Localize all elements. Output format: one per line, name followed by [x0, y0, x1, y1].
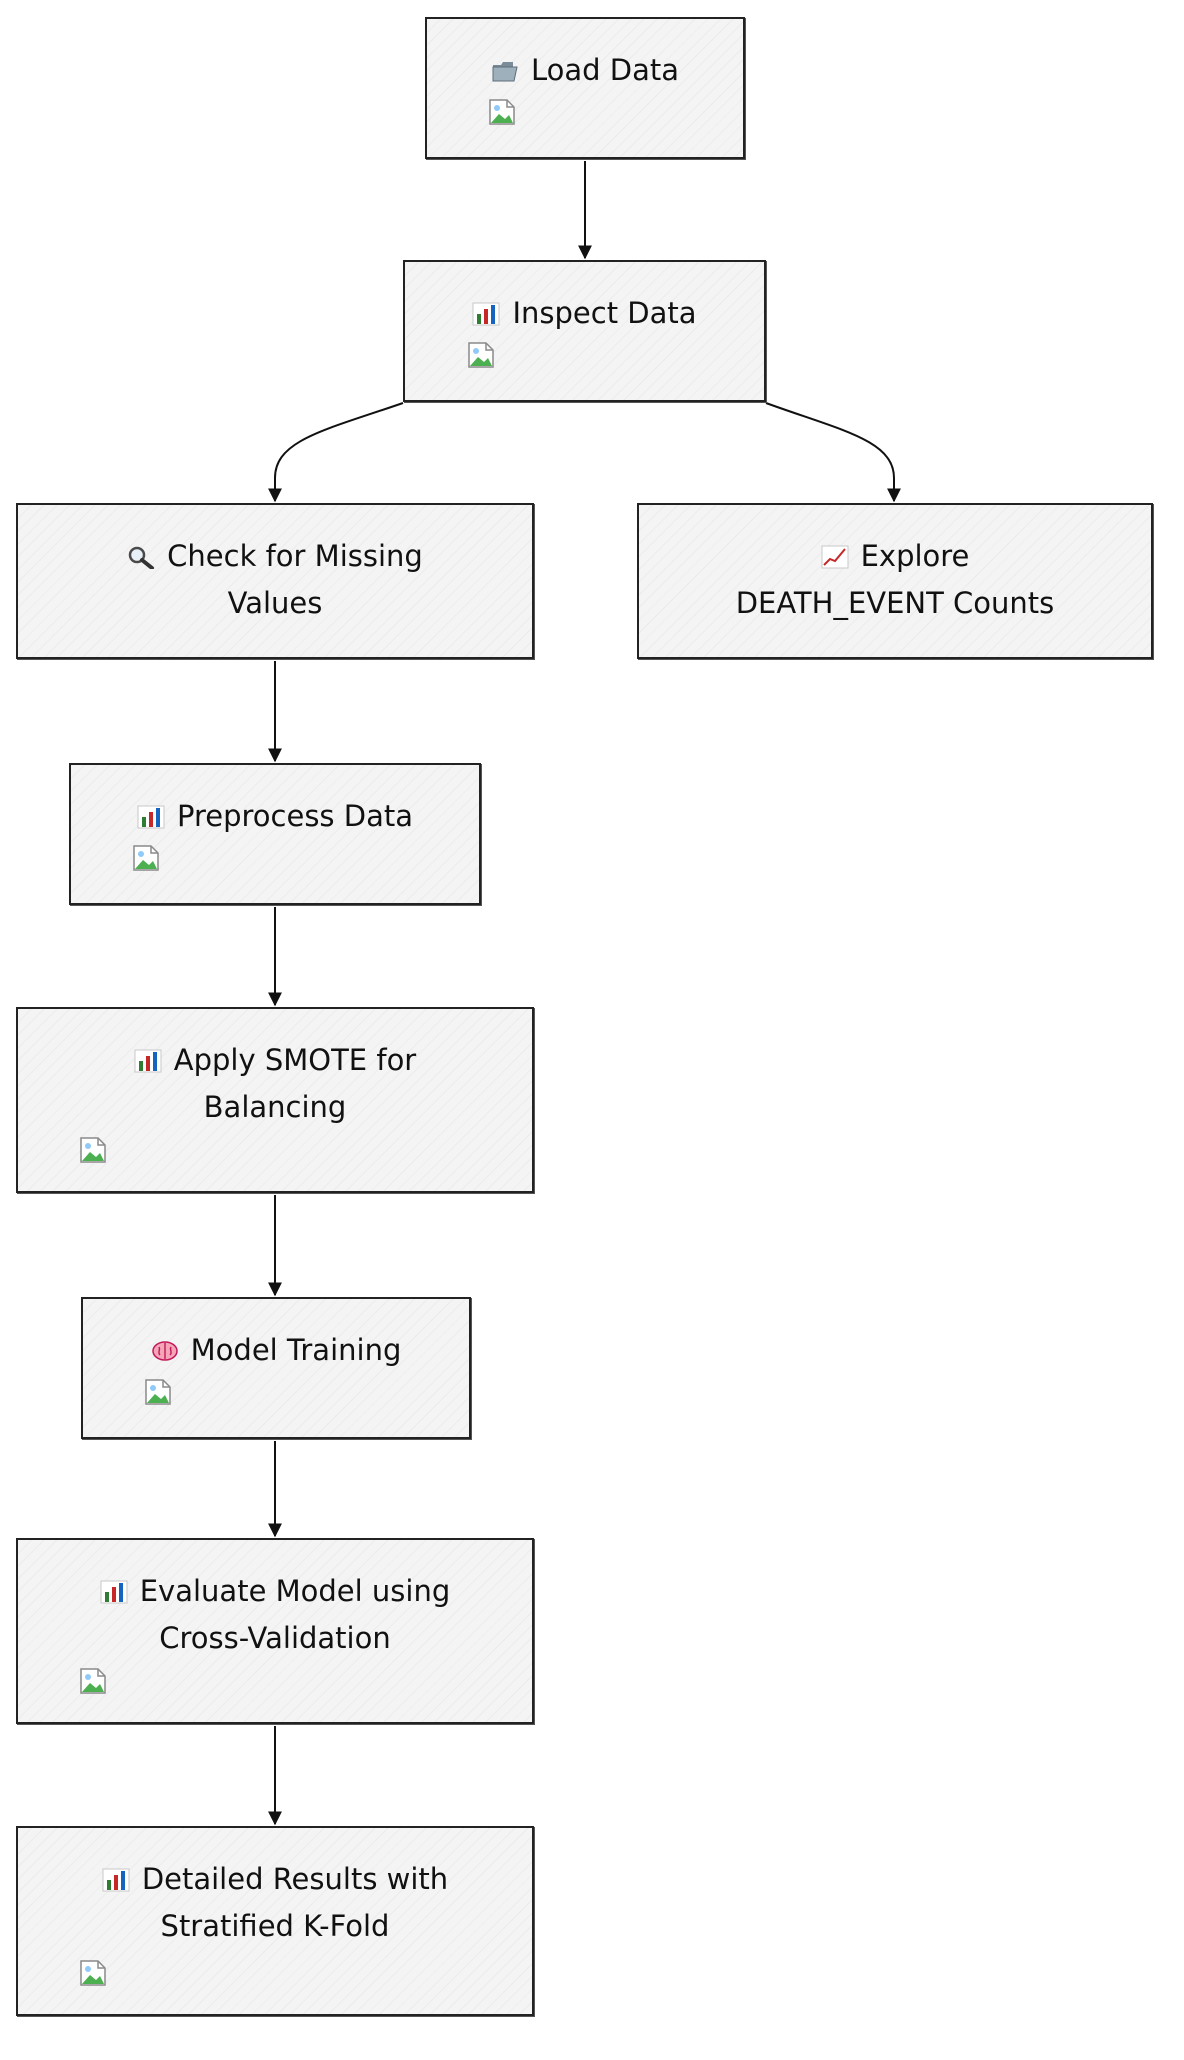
bar-chart-icon — [134, 1049, 162, 1073]
brain-icon — [151, 1341, 178, 1361]
folder-icon — [492, 62, 518, 82]
node-label: Check for Missing Values — [18, 533, 532, 627]
node-check-missing: Check for Missing Values — [16, 503, 534, 659]
node-label: Explore DEATH_EVENT Counts — [639, 533, 1151, 627]
node-label-text: Model Training — [190, 1333, 402, 1367]
broken-image-icon — [80, 1137, 106, 1163]
node-label-text: Check for Missing Values — [167, 539, 423, 620]
node-label-text: Inspect Data — [512, 296, 697, 330]
node-label: Preprocess Data — [71, 793, 479, 840]
broken-image-icon — [80, 1960, 106, 1986]
broken-image-icon — [145, 1379, 171, 1405]
node-label: Load Data — [427, 47, 743, 94]
line-chart-icon — [821, 545, 849, 569]
node-apply-smote: Apply SMOTE for Balancing — [16, 1007, 534, 1193]
broken-image-icon — [489, 99, 515, 125]
edge-inspect-data-to-explore-death-event — [765, 402, 901, 503]
bar-chart-icon — [100, 1580, 128, 1604]
node-detailed-results: Detailed Results with Stratified K-Fold — [16, 1826, 534, 2016]
edge-inspect-data-to-check-missing — [268, 402, 404, 503]
magnifier-icon — [128, 546, 155, 569]
node-label-text: Load Data — [530, 53, 680, 87]
node-preprocess-data: Preprocess Data — [69, 763, 481, 905]
edges — [268, 161, 901, 1826]
node-label: Detailed Results with Stratified K-Fold — [18, 1856, 532, 1950]
node-label-text: Detailed Results with Stratified K-Fold — [141, 1862, 449, 1943]
node-label: Apply SMOTE for Balancing — [18, 1037, 532, 1131]
node-label-text: Apply SMOTE for Balancing — [173, 1043, 417, 1124]
broken-image-icon — [133, 845, 159, 871]
node-label: Evaluate Model using Cross-Validation — [18, 1568, 532, 1662]
broken-image-icon — [468, 342, 494, 368]
node-label-text: Explore DEATH_EVENT Counts — [735, 539, 1055, 620]
node-inspect-data: Inspect Data — [403, 260, 766, 402]
node-model-training: Model Training — [81, 1297, 471, 1439]
node-explore-death-event: Explore DEATH_EVENT Counts — [637, 503, 1153, 659]
node-load-data: Load Data — [425, 17, 745, 159]
bar-chart-icon — [472, 302, 500, 326]
node-label-text: Evaluate Model using Cross-Validation — [139, 1574, 451, 1655]
bar-chart-icon — [137, 805, 165, 829]
node-evaluate-model: Evaluate Model using Cross-Validation — [16, 1538, 534, 1724]
broken-image-icon — [80, 1668, 106, 1694]
bar-chart-icon — [102, 1868, 130, 1892]
node-label-text: Preprocess Data — [176, 799, 413, 833]
node-label: Model Training — [83, 1327, 469, 1374]
node-label: Inspect Data — [405, 290, 764, 337]
